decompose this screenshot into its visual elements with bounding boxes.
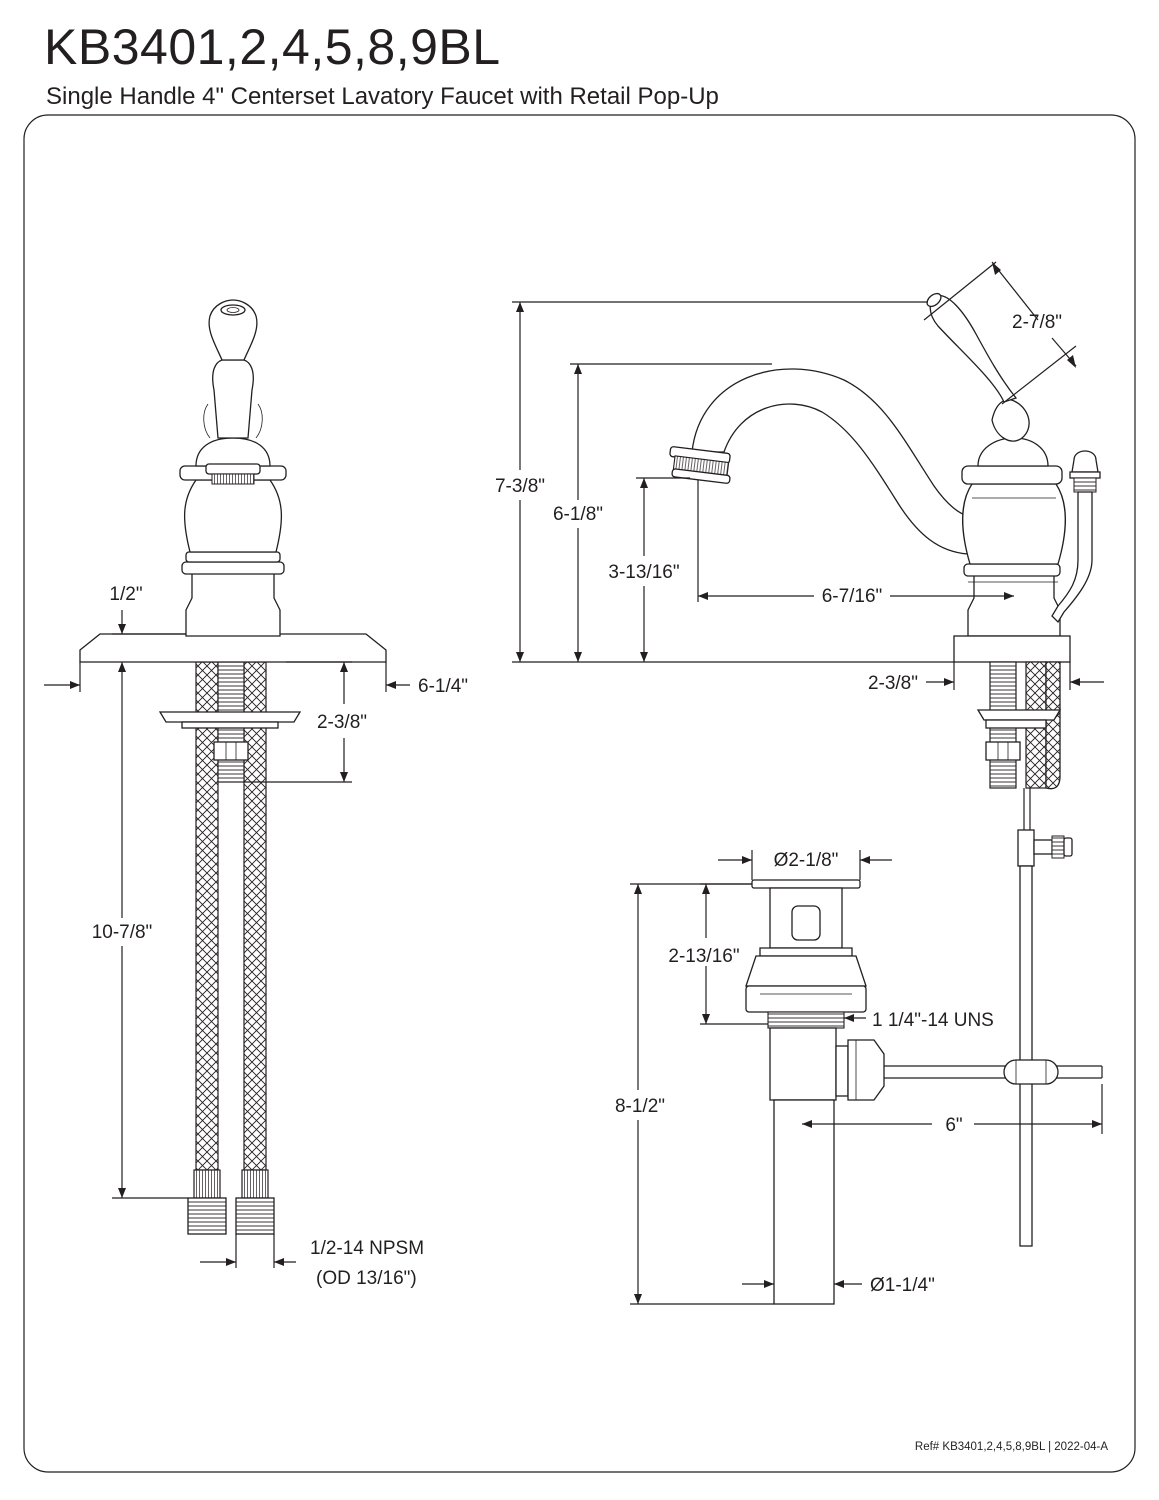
dim-drain-thread: 1 1/4"-14 UNS (872, 1010, 994, 1031)
page-title: KB3401,2,4,5,8,9BL (44, 19, 501, 75)
side-view: 2-7/8" 7-3/8" 6-1/8" 3-13/16" 6-7/16" (495, 261, 1104, 1247)
dim-pivot-rod-length: 6" (945, 1115, 962, 1136)
dim-plate-width: 6-1/4" (418, 676, 468, 697)
dim-hose-length: 10-7/8" (92, 922, 153, 943)
dim-drain-flange-diameter: Ø2-1/8" (774, 850, 839, 871)
dim-handle-length: 2-7/8" (1012, 312, 1062, 333)
dim-front-plate-thickness: 1/2" (109, 584, 142, 605)
dim-spout-reach: 6-7/16" (822, 586, 883, 607)
drain-view: Ø2-1/8" 2-13/16" 1 1/4"-14 UNS 8-1/2" 6" (615, 850, 1103, 1305)
dim-overall-height: 7-3/8" (495, 476, 545, 497)
dim-drain-body-height: 2-13/16" (668, 946, 739, 967)
dim-hose-od: (OD 13/16") (316, 1268, 417, 1289)
page-subtitle: Single Handle 4" Centerset Lavatory Fauc… (46, 83, 719, 110)
front-view: 1/2" 6-1/4" 2-3/8" 10-7/8" 1/2-14 NPSM (… (44, 299, 468, 1289)
dim-hose-thread: 1/2-14 NPSM (310, 1238, 424, 1259)
dim-drain-overall-length: 8-1/2" (615, 1096, 665, 1117)
reference-number: Ref# KB3401,2,4,5,8,9BL | 2022-04-A (915, 1441, 1108, 1453)
dim-tailpiece-diameter: Ø1-1/4" (870, 1275, 935, 1296)
dim-base-width: 2-3/8" (868, 673, 918, 694)
dim-shank-length: 2-3/8" (317, 712, 367, 733)
dim-spout-height: 6-1/8" (553, 504, 603, 525)
dim-aerator-height: 3-13/16" (608, 562, 679, 583)
drawing-frame (23, 114, 1136, 1473)
